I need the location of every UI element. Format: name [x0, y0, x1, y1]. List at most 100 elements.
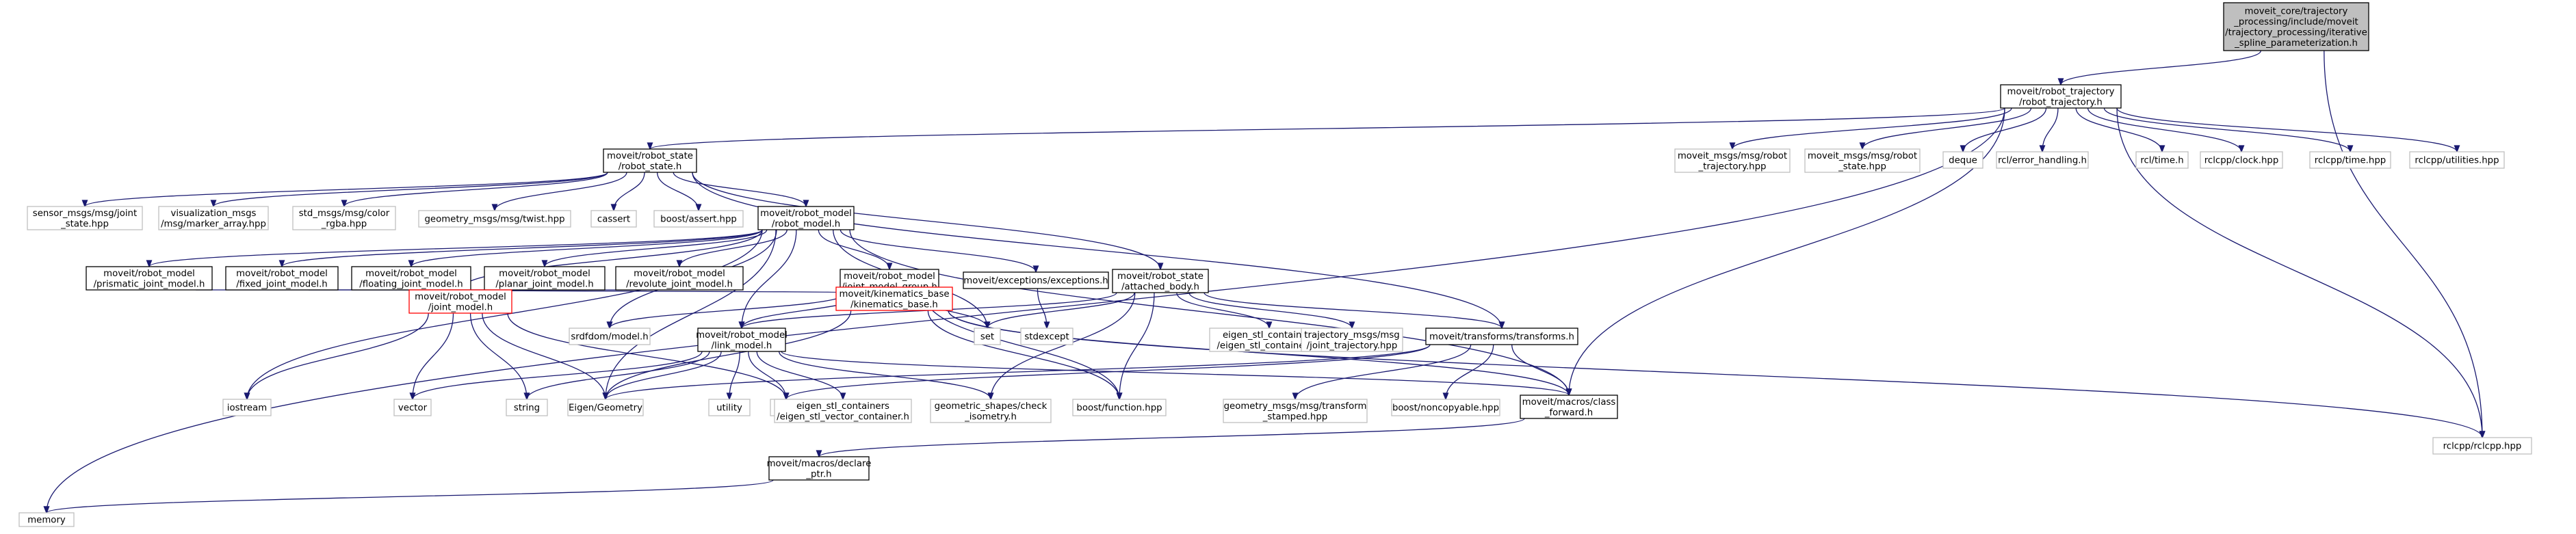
edge-line [1962, 107, 2047, 152]
node-rcl-error[interactable]: rcl/error_handling.h [1996, 151, 2089, 169]
node-rclcpp-clock[interactable]: rclcpp/clock.hpp [2200, 151, 2283, 169]
node-label-line: moveit/macros/declare [767, 459, 872, 469]
node-iostream[interactable]: iostream [222, 399, 272, 416]
node-macros-class[interactable]: moveit/macros/class_forward.h [1520, 395, 1618, 419]
node-box [1942, 151, 1983, 169]
node-box [27, 206, 143, 230]
node-eigen-geometry[interactable]: Eigen/Geometry [567, 399, 644, 416]
node-string[interactable]: string [506, 399, 548, 416]
node-geo-twist[interactable]: geometry_msgs/msg/twist.hpp [418, 210, 571, 228]
node-label-line: /kinematics_base.h [850, 299, 938, 310]
node-rclcpp[interactable]: rclcpp/rclcpp.hpp [2432, 437, 2532, 455]
node-planar[interactable]: moveit/robot_model/planar_joint_model.h [484, 266, 606, 291]
edge-arrowhead [2057, 78, 2064, 86]
node-root[interactable]: moveit_core/trajectory_processing/includ… [2223, 2, 2369, 51]
node-std-rgba[interactable]: std_msgs/msg/color_rgba.hpp [292, 206, 396, 230]
node-box [963, 271, 1109, 289]
node-label-line: rclcpp/clock.hpp [2204, 156, 2279, 166]
node-traj-msgs[interactable]: trajectory_msgs/msg/joint_trajectory.hpp [1301, 328, 1403, 352]
node-label-line: /eigen_stl_vector_container.h [777, 412, 909, 422]
edge-arrowhead [491, 204, 498, 212]
edge-line [1862, 107, 2032, 150]
node-rclcpp-time[interactable]: rclcpp/time.hpp [2309, 151, 2391, 169]
node-memory[interactable]: memory [18, 512, 75, 527]
node-stdexcept[interactable]: stdexcept [1020, 328, 1074, 345]
edge-line [673, 172, 807, 207]
node-robot-model[interactable]: moveit/robot_model/robot_model.h [757, 206, 855, 230]
node-label-line: rclcpp/utilities.hpp [2415, 156, 2499, 166]
node-box [86, 266, 213, 291]
node-label-line: moveit/robot_model [760, 209, 852, 219]
node-label-line: /revolute_joint_model.h [626, 279, 733, 289]
node-rcl-time[interactable]: rcl/time.h [2135, 151, 2189, 169]
edge-robot_state-to-sensor_js [81, 172, 608, 208]
node-box [567, 399, 644, 416]
edge-line [1294, 344, 1472, 400]
node-robot-state[interactable]: moveit/robot_state/robot_state.h [603, 148, 697, 173]
node-floating[interactable]: moveit/robot_model/floating_joint_model.… [351, 266, 471, 291]
node-vis-marker[interactable]: visualization_msgs/msg/marker_array.hpp [158, 206, 269, 230]
edge-line [2087, 107, 2242, 152]
node-label-line: memory [27, 516, 66, 526]
edge-line [605, 351, 722, 400]
node-rclcpp-utilities[interactable]: rclcpp/utilities.hpp [2409, 151, 2505, 169]
edge-line [1176, 292, 1270, 329]
node-label-line: moveit/kinematics_base [839, 289, 949, 299]
node-box [2409, 151, 2505, 169]
node-utility[interactable]: utility [708, 399, 751, 416]
node-kinematics[interactable]: moveit/kinematics_base/kinematics_base.h [835, 286, 953, 311]
edge-jmg-to-joint_model [457, 289, 845, 297]
edge-line [412, 351, 703, 400]
node-msg-robot-traj[interactable]: moveit_msgs/msg/robot_trajectory.hpp [1674, 148, 1791, 173]
node-box [2200, 151, 2283, 169]
node-label-line: /joint_trajectory.hpp [1307, 341, 1398, 351]
node-robot-trajectory[interactable]: moveit/robot_trajectory/robot_trajectory… [2000, 84, 2122, 109]
edge-robot_model-to-exceptions [840, 229, 1039, 273]
node-cassert[interactable]: cassert [590, 210, 637, 228]
edge-line [605, 310, 852, 400]
node-joint-model[interactable]: moveit/robot_model/joint_model.h [408, 289, 512, 314]
node-deque[interactable]: deque [1942, 151, 1983, 169]
node-sensor-js[interactable]: sensor_msgs/msg/joint_state.hpp [27, 206, 143, 230]
node-transforms[interactable]: moveit/transforms/transforms.h [1425, 328, 1578, 345]
node-box [18, 512, 75, 527]
node-box [222, 399, 272, 416]
node-prismatic[interactable]: moveit/robot_model/prismatic_joint_model… [86, 266, 213, 291]
edge-robot_state-to-transforms [692, 172, 1505, 330]
node-boost-function[interactable]: boost/function.hpp [1072, 399, 1167, 416]
node-revolute[interactable]: moveit/robot_model/revolute_joint_model.… [615, 266, 744, 291]
node-vector[interactable]: vector [393, 399, 432, 416]
node-eigen-vec[interactable]: eigen_stl_containers/eigen_stl_vector_co… [774, 399, 912, 423]
edge-arrowhead [1565, 388, 1572, 397]
node-set[interactable]: set [974, 328, 1001, 345]
edge-line [1511, 344, 1570, 396]
node-attached[interactable]: moveit/robot_state/attached_body.h [1112, 269, 1209, 293]
node-geo-tf-stamped[interactable]: geometry_msgs/msg/transform_stamped.hpp [1223, 399, 1368, 423]
edge-exceptions-to-stdexcept [1037, 288, 1050, 330]
edge-line [741, 229, 797, 329]
edge-jmg-to-boost_function [923, 292, 1123, 401]
node-link-model[interactable]: moveit/robot_model/link_model.h [696, 328, 788, 352]
node-macros-declare[interactable]: moveit/macros/declare_ptr.h [767, 456, 872, 481]
edge-line [507, 312, 787, 400]
edge-robot_model-to-revolute [676, 229, 788, 268]
edge-arrowhead [984, 321, 991, 330]
edge-line [605, 344, 1431, 400]
node-exceptions[interactable]: moveit/exceptions/exceptions.h [963, 271, 1109, 289]
node-geo-shapes[interactable]: geometric_shapes/check_isometry.h [930, 399, 1052, 423]
node-boost-assert[interactable]: boost/assert.hpp [653, 210, 744, 228]
edge-arrowhead [1859, 142, 1866, 150]
edge-robot_model-to-fixed [278, 229, 763, 268]
node-label-line: moveit/macros/class [1522, 397, 1616, 408]
edge-line [840, 229, 1037, 273]
edge-arrowhead [408, 260, 415, 268]
edge-attached-to-transforms [1204, 292, 1505, 330]
node-msg-robot-state[interactable]: moveit_msgs/msg/robot_state.hpp [1804, 148, 1921, 173]
node-boost-noncopyable[interactable]: boost/noncopyable.hpp [1391, 399, 1500, 416]
node-label-line: Eigen/Geometry [569, 403, 642, 414]
edge-robot_model-to-planar [541, 229, 768, 268]
edge-line [343, 172, 608, 207]
node-srdfdom[interactable]: srdfdom/model.h [569, 328, 651, 345]
node-fixed[interactable]: moveit/robot_model/fixed_joint_model.h [225, 266, 339, 291]
node-label-line: iostream [227, 403, 267, 414]
